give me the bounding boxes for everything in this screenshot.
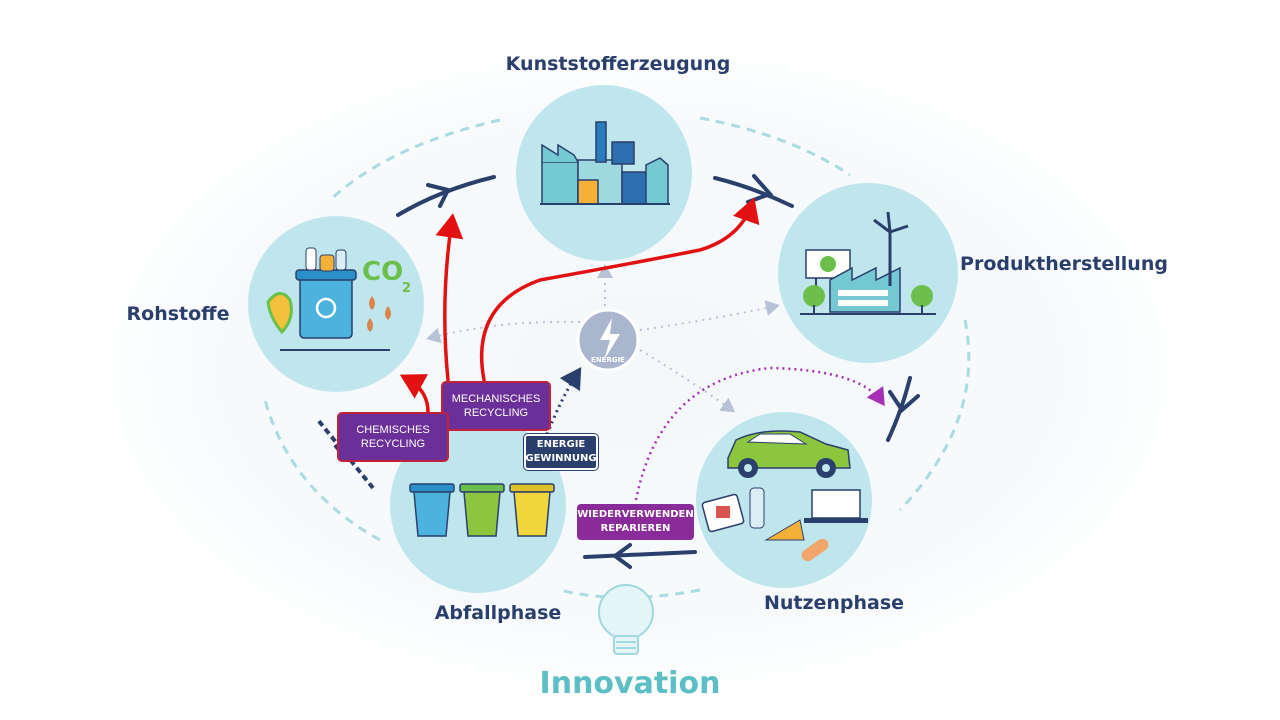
waste-bins-icon: [409, 483, 555, 537]
innovation-label: Innovation: [540, 666, 721, 701]
reuse-repair-tag: WIEDERVERWENDEN REPARIEREN: [577, 504, 694, 540]
co2-subscript: 2: [402, 281, 411, 296]
reuse-repair-line2: REPARIEREN: [600, 523, 671, 534]
mechanical-recycling-tag: MECHANISCHES RECYCLING: [441, 381, 551, 431]
energy-node-label: ENERGIE: [591, 356, 625, 364]
factory-icon: [540, 121, 670, 205]
use-phase-icon: [701, 430, 868, 562]
stage-label-produktherstellung: Produktherstellung: [960, 253, 1168, 275]
stage-label-kunststofferzeugung: Kunststofferzeugung: [506, 53, 731, 75]
chemical-recycling-line1: CHEMISCHES: [356, 424, 430, 436]
lightbulb-icon: [598, 584, 654, 655]
outer-cycle-dashes: [263, 116, 971, 599]
mechanical-recycling-line1: MECHANISCHES: [451, 393, 541, 405]
energy-recovery-line1: ENERGIE: [536, 439, 586, 450]
reuse-arrow: [634, 366, 885, 501]
cycle-arrows: [396, 174, 920, 569]
mechanical-recycling-line2: RECYCLING: [463, 407, 529, 419]
co2-label: CO: [362, 257, 403, 287]
energy-recovery-tag: ENERGIE GEWINNUNG: [524, 434, 598, 470]
chemical-recycling-line2: RECYCLING: [360, 438, 426, 450]
energy-recovery-line2: GEWINNUNG: [525, 453, 597, 464]
recycling-arrows: [399, 197, 760, 414]
lightning-icon: [600, 318, 620, 360]
stage-label-rohstoffe: Rohstoffe: [127, 303, 230, 325]
chemical-recycling-tag: CHEMISCHES RECYCLING: [337, 412, 449, 462]
raw-materials-icon: [266, 247, 391, 351]
reuse-repair-line1: WIEDERVERWENDEN: [577, 509, 694, 520]
energy-recovery-arrow: [543, 366, 582, 441]
manufacturing-icon: [800, 211, 936, 315]
stage-label-abfallphase: Abfallphase: [435, 602, 562, 624]
stage-label-nutzenphase: Nutzenphase: [764, 592, 904, 614]
